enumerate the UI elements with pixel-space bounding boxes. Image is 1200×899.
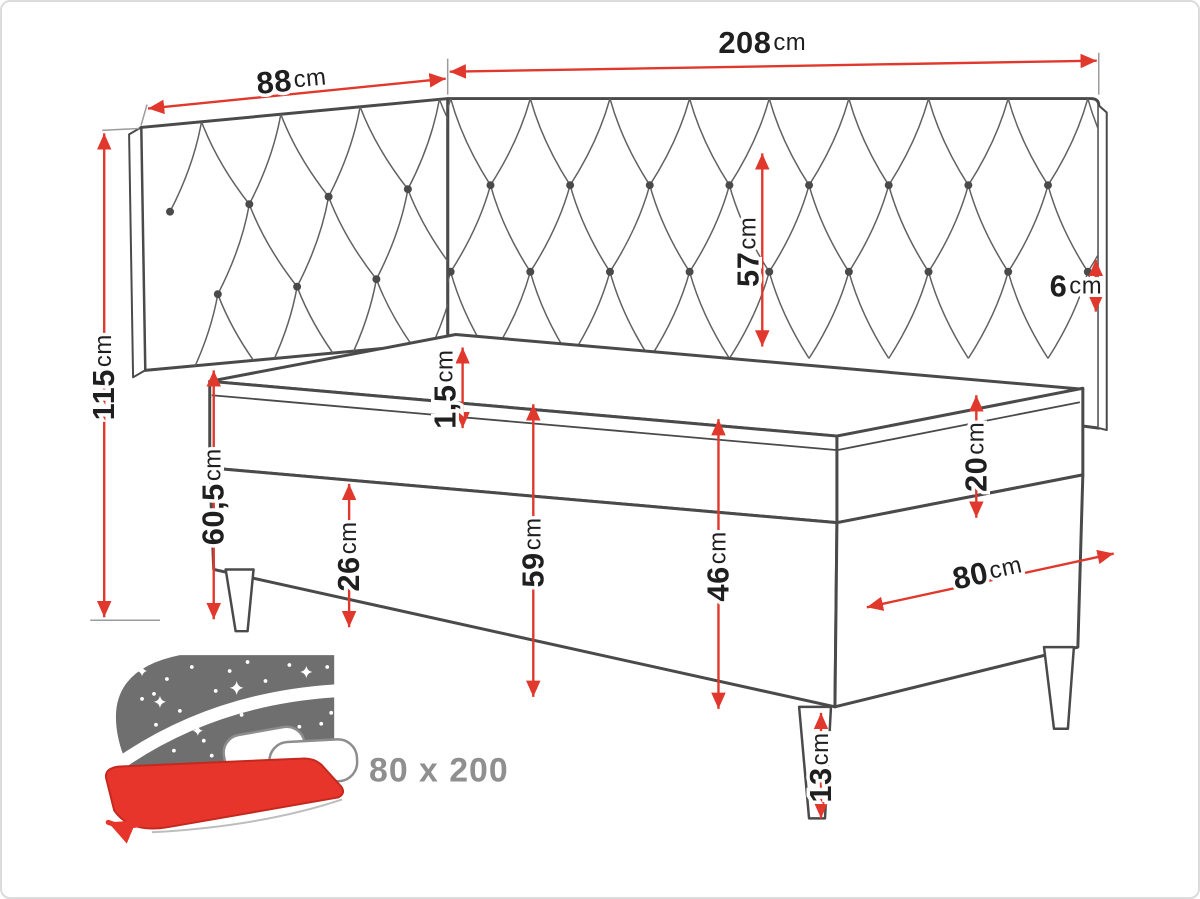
dimension-label: 6cm	[1050, 268, 1102, 303]
dimension-side-base-height: 60,5cm	[192, 370, 234, 620]
dimension-base-with-legs: 59cm	[511, 404, 553, 697]
dimension-topper-thickness: 1,5cm	[424, 346, 470, 432]
side-panel-tufting	[166, 98, 448, 371]
dimension-label: 88cm	[255, 59, 328, 101]
dimension-label: 1,5cm	[427, 350, 462, 429]
dimension-total-height: 115cm	[82, 133, 124, 618]
back-panel-edge	[1098, 104, 1108, 432]
dimension-lower-box-height: 26cm	[327, 483, 369, 628]
icon-mattress	[104, 757, 345, 830]
topper-seam	[211, 394, 1081, 451]
blanket-fold-highlight	[111, 684, 341, 772]
dimension-base-front-height: 46cm	[696, 419, 738, 709]
dimension-line	[147, 73, 446, 115]
dimension-label: 57cm	[730, 217, 765, 287]
icon-base-outline	[151, 798, 343, 834]
dimension-back-panel-width: 208cm	[449, 21, 1097, 79]
open-direction-arrow-icon	[105, 811, 169, 844]
dimension-annotations: 88cm 208cm 115cm 57cm 6cm 1,5cm 60,5cm	[82, 21, 1114, 819]
dimension-label: 13cm	[803, 733, 838, 803]
extension-line	[90, 52, 1100, 621]
dimension-line	[449, 53, 1097, 79]
extension-lines	[90, 52, 1100, 621]
dimension-label: 208cm	[718, 24, 806, 59]
leg-front-left	[224, 568, 255, 633]
dimension-headboard-height: 57cm	[726, 153, 770, 347]
dimension-label: 20cm	[958, 422, 993, 492]
dimension-label: 115cm	[86, 334, 121, 420]
dimension-label: 46cm	[700, 531, 735, 601]
dimension-leg-height: 13cm	[799, 712, 841, 819]
bed-drawing	[128, 97, 1108, 820]
dimension-bed-width: 80cm	[866, 547, 1114, 611]
back-panel-tufting	[447, 98, 1099, 359]
leg-end-right	[1042, 645, 1076, 730]
size-icon: 80 x 200	[104, 655, 509, 844]
dimension-line	[866, 549, 1114, 611]
dimension-mattress-height: 20cm	[954, 395, 996, 518]
dimension-label: 60,5cm	[195, 448, 230, 545]
size-label: 80 x 200	[369, 752, 509, 790]
dimension-label: 80cm	[949, 547, 1025, 596]
dimension-panel-thickness: 6cm	[1046, 259, 1105, 312]
dimension-label: 59cm	[515, 517, 550, 587]
dimension-side-panel-width: 88cm	[147, 59, 446, 115]
side-panel-edge	[128, 126, 147, 379]
dimension-label: 26cm	[331, 521, 366, 591]
